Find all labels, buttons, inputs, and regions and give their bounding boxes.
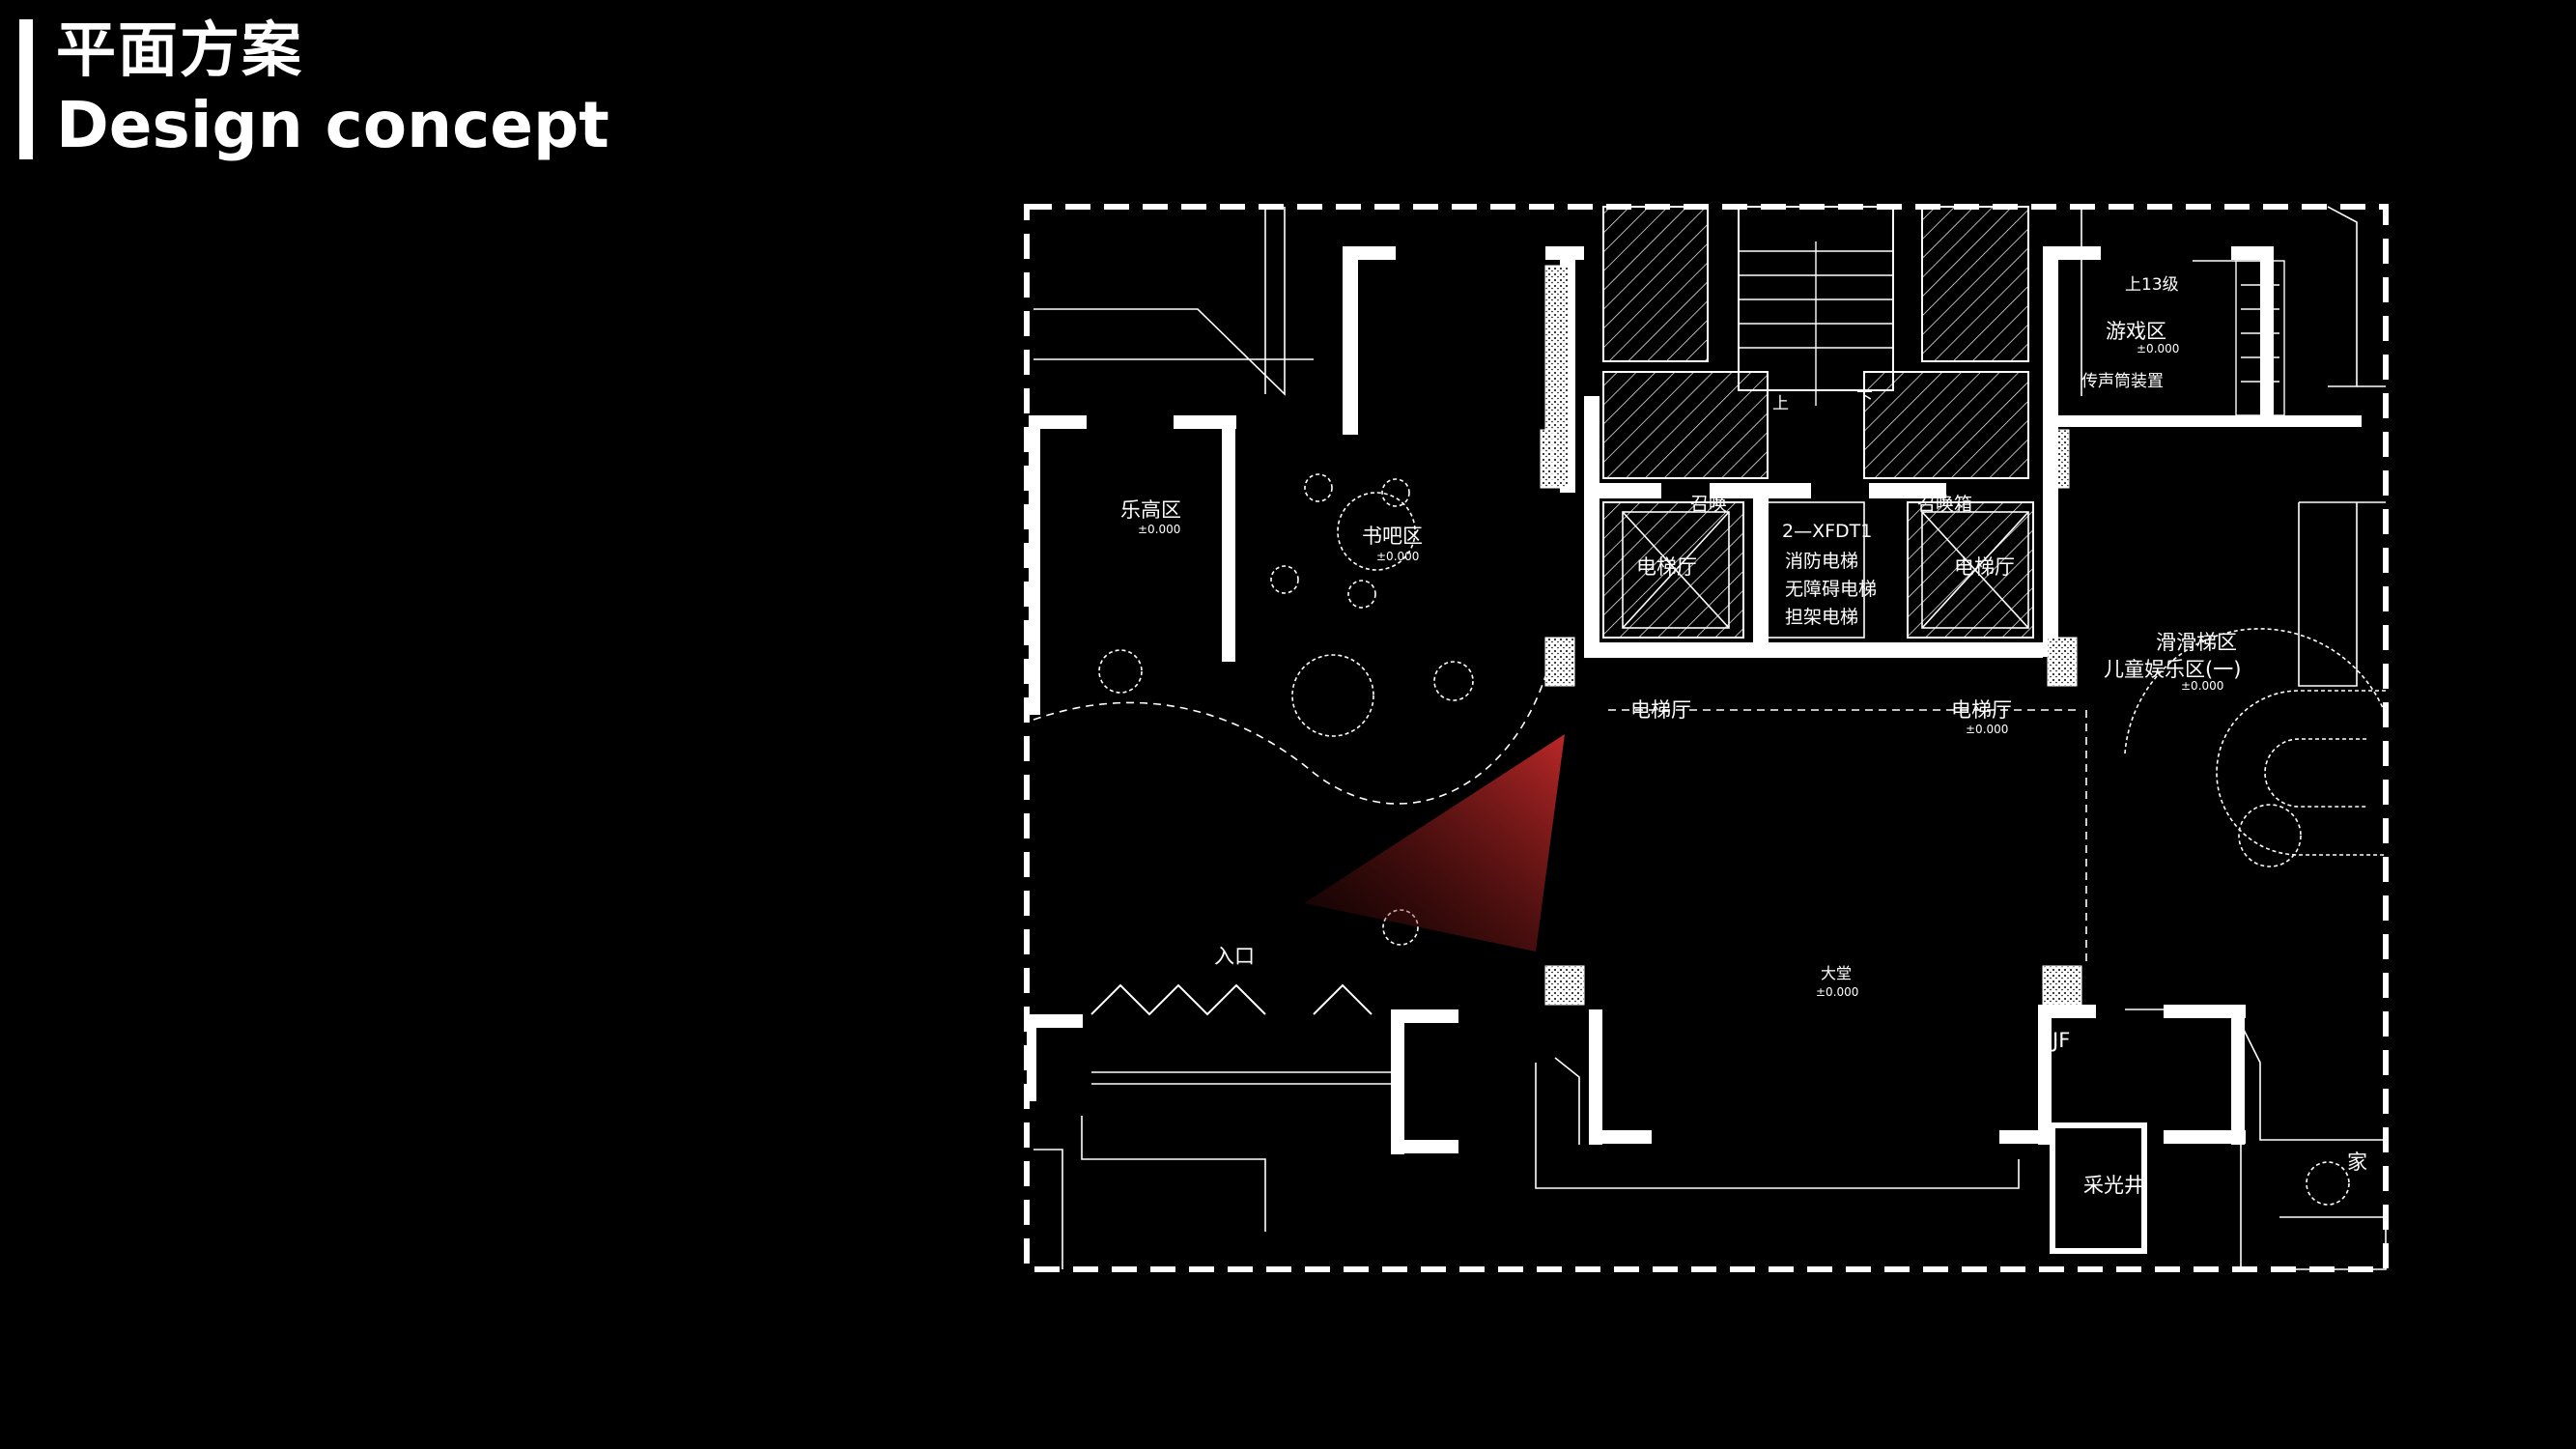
label-stairs-up-13: 上13级 <box>2125 275 2179 295</box>
zone-boundary <box>1033 675 2087 966</box>
elevator-cars <box>1622 501 2029 639</box>
label-book-bar: 书吧区 <box>1362 525 1423 548</box>
level-book-bar: ±0.000 <box>1376 550 1419 563</box>
level-lego: ±0.000 <box>1138 523 1180 536</box>
label-elevator-lobby-right: 电梯厅 <box>1951 698 2012 722</box>
room-labels: 乐高区 ±0.000 书吧区 ±0.000 上13级 游戏区 ±0.000 传声… <box>1120 275 2367 1197</box>
page-subtitle: Design concept <box>56 88 609 162</box>
label-home: 家 <box>2347 1151 2367 1174</box>
level-lobby: ±0.000 <box>1816 985 1858 999</box>
label-lego: 乐高区 <box>1120 498 1181 522</box>
sightline-cone <box>1304 734 1565 952</box>
label-stair-up: 上 <box>1772 394 1789 413</box>
label-fire-elevator: 消防电梯 <box>1785 551 1858 572</box>
site-boundary <box>1024 204 2389 1272</box>
level-elevator-lobby-right: ±0.000 <box>1966 723 2008 736</box>
label-accessible-elevator: 无障碍电梯 <box>1785 579 1877 600</box>
furniture <box>1098 473 2387 1206</box>
label-call-box-left: 召唤 <box>1690 494 1727 515</box>
label-fire-elevator-code: 2—XFDT1 <box>1782 521 1872 542</box>
label-elevator-lobby-left: 电梯厅 <box>1630 698 1691 722</box>
entrance-doors <box>1090 983 1373 1016</box>
lightwell-box <box>2050 1122 2147 1254</box>
stair-treads <box>1739 242 2285 416</box>
label-speaking-tube: 传声筒装置 <box>2081 372 2164 391</box>
label-elevator-hall-left: 电梯厅 <box>1636 555 1697 579</box>
label-stair-down: 下 <box>1856 389 1873 409</box>
label-stretcher-elevator: 担架电梯 <box>1785 607 1858 628</box>
level-game: ±0.000 <box>2137 342 2179 355</box>
title-accent-bar <box>19 19 33 159</box>
label-kids-play: 儿童娱乐区(一) <box>2104 658 2241 681</box>
label-slide-area: 滑滑梯区 <box>2156 631 2237 654</box>
label-call-box-right: 召唤箱 <box>1917 494 1972 515</box>
columns <box>1540 265 2082 1006</box>
core-hatch <box>1602 206 2034 639</box>
label-entrance: 入口 <box>1214 945 1255 968</box>
label-game: 游戏区 <box>2106 320 2166 343</box>
label-lobby: 大堂 <box>1821 964 1852 982</box>
label-lightwell: 采光井 <box>2083 1174 2144 1197</box>
level-kids-play: ±0.000 <box>2181 679 2223 693</box>
label-elevator-hall-right: 电梯厅 <box>1954 555 2015 579</box>
label-jf: JF <box>2051 1029 2070 1052</box>
context-lines <box>1033 206 2387 1270</box>
page-title: 平面方案 <box>56 14 304 85</box>
